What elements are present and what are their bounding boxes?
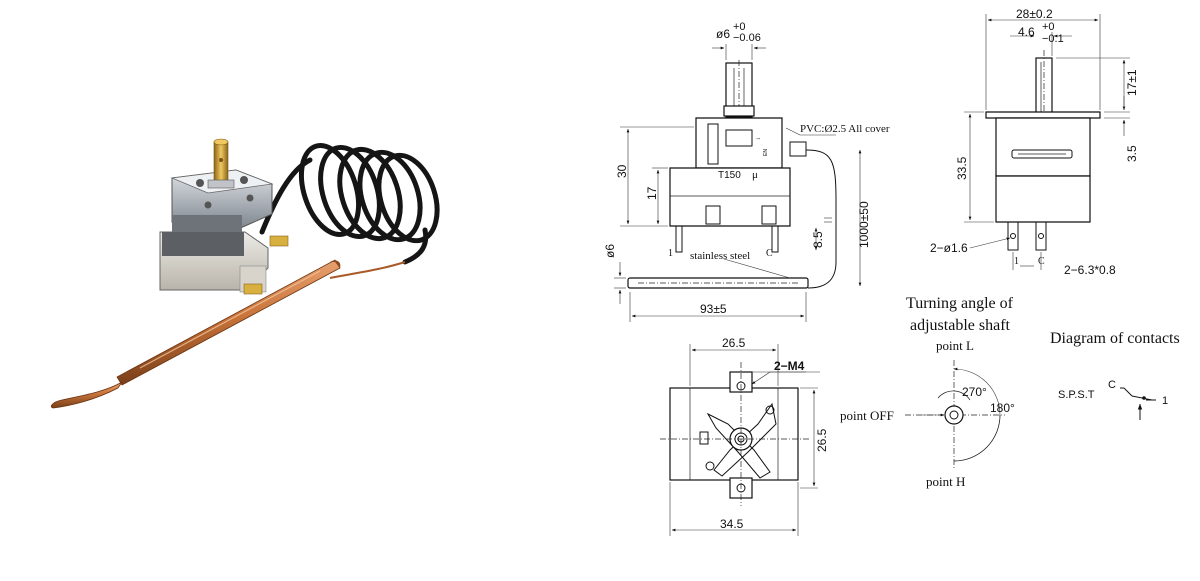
- svg-text:1: 1: [757, 137, 762, 140]
- thermostat-housing: [159, 138, 289, 295]
- bottom-m4-label: 2−M4: [774, 359, 805, 373]
- turning-title-2: adjustable shaft: [910, 317, 1011, 334]
- turning-angle-diagram: [905, 360, 1005, 470]
- turning-point-h: point H: [926, 474, 965, 489]
- contacts-pin-1: 1: [1162, 395, 1168, 407]
- copper-bulb: [50, 259, 341, 409]
- front-shaft-dia: ø6: [716, 27, 730, 41]
- pvc-note: PVC:Ø2.5 All cover: [800, 123, 890, 135]
- side-dim-35: 3.5: [1125, 145, 1139, 162]
- front-dim-30: 30: [615, 164, 629, 178]
- side-hole-label: 2−ø1.6: [930, 241, 968, 255]
- turning-angle-270: 270°: [962, 385, 987, 399]
- bottom-dim-265-side: 26.5: [815, 428, 829, 452]
- side-dim-17: 17±1: [1125, 69, 1139, 96]
- turning-point-off: point OFF: [840, 408, 894, 423]
- front-dim-1000: 1000±50: [857, 201, 871, 248]
- model-mark: T150: [718, 170, 741, 181]
- side-view-drawing: [964, 14, 1130, 270]
- front-terminal-1: 1: [668, 248, 673, 259]
- side-dim-46: 4.6: [1018, 25, 1035, 39]
- bottom-dim-265-top: 26.5: [722, 336, 746, 350]
- side-terminal-c: C: [1038, 256, 1045, 267]
- front-dim-6: ø6: [603, 244, 617, 258]
- turning-point-l: point L: [936, 338, 974, 353]
- capillary-coil: [259, 143, 440, 265]
- front-view-drawing: 1 EN: [614, 44, 862, 322]
- contacts-diagram: [1120, 387, 1156, 420]
- front-terminal-c: C: [766, 248, 773, 259]
- product-photo: [50, 138, 440, 409]
- side-tab-label: 2−6.3*0.8: [1064, 263, 1116, 277]
- front-dim-17: 17: [645, 186, 659, 200]
- bottom-view-drawing: [660, 344, 820, 536]
- capillary-tube: [329, 261, 406, 279]
- side-dim-335: 33.5: [955, 156, 969, 180]
- turning-title-1: Turning angle of: [906, 295, 1014, 312]
- side-terminal-1: 1: [1014, 256, 1019, 267]
- side-dim-28: 28±0.2: [1016, 7, 1053, 21]
- contacts-title: Diagram of contacts: [1050, 330, 1180, 347]
- contacts-pin-c: C: [1108, 379, 1116, 391]
- bottom-dim-345: 34.5: [720, 517, 744, 531]
- bulb-material-label: stainless steel: [690, 250, 750, 262]
- contacts-type: S.P.S.T: [1058, 389, 1095, 401]
- turning-angle-180: 180°: [990, 401, 1015, 415]
- front-shaft-tol-lower: −0.06: [733, 32, 761, 44]
- svg-text:EN: EN: [763, 149, 769, 156]
- front-shaft-tol-upper: +0: [733, 21, 746, 33]
- side-tol-upper: +0: [1042, 21, 1055, 33]
- front-dim-93: 93±5: [700, 302, 727, 316]
- mu-mark: μ: [752, 169, 758, 181]
- front-dim-85: 8.5: [811, 231, 825, 248]
- side-tol-lower: −0.1: [1042, 33, 1064, 45]
